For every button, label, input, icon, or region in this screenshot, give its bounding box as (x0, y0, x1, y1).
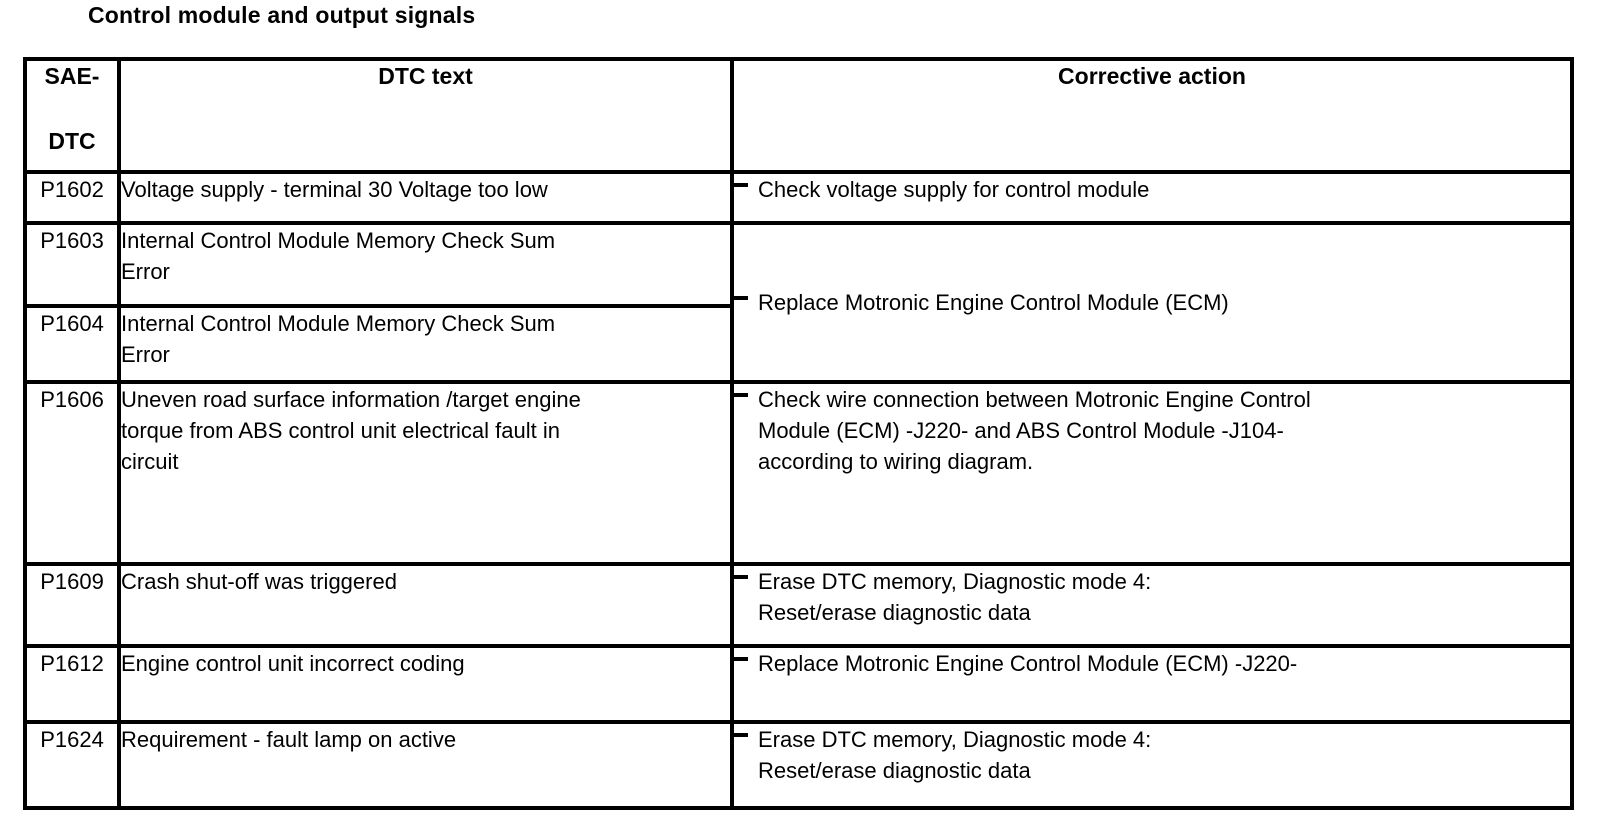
dtc-code-cell: P1612 (23, 644, 121, 724)
dtc-code-cell: P1603 (23, 221, 121, 308)
dash-bullet-icon (736, 733, 748, 737)
action-line: Check voltage supply for control module (758, 177, 1150, 202)
table-row-p1612: P1612 Engine control unit incorrect codi… (23, 644, 1574, 724)
table-header-row: SAE- DTC DTC text Corrective action (23, 57, 1574, 174)
dtc-table: SAE- DTC DTC text Corrective action P160… (23, 57, 1574, 810)
dtc-text-line: Requirement - fault lamp on active (121, 727, 457, 752)
corrective-action-text: Erase DTC memory, Diagnostic mode 4: Res… (758, 568, 1568, 628)
action-line: Replace Motronic Engine Control Module (… (758, 290, 1229, 315)
corrective-action-text: Erase DTC memory, Diagnostic mode 4: Res… (758, 726, 1568, 786)
header-cell-dtc-text: DTC text (117, 57, 734, 174)
dtc-text-line: Error (121, 259, 170, 284)
dtc-code-cell: P1604 (23, 304, 121, 384)
header-sae-label: SAE- (44, 63, 100, 89)
dtc-text-cell: Requirement - fault lamp on active (117, 720, 734, 810)
corrective-action-cell: Erase DTC memory, Diagnostic mode 4: Res… (730, 720, 1574, 810)
dtc-text-line: Error (121, 342, 170, 367)
corrective-action-cell: Erase DTC memory, Diagnostic mode 4: Res… (730, 562, 1574, 648)
table-row-p1624: P1624 Requirement - fault lamp on active… (23, 720, 1574, 810)
dtc-text-line: Internal Control Module Memory Check Sum (121, 228, 556, 253)
header-cell-corrective-action: Corrective action (730, 57, 1574, 174)
corrective-action-text: Replace Motronic Engine Control Module (… (758, 287, 1568, 318)
dtc-text-line: torque from ABS control unit electrical … (121, 418, 560, 443)
table-row-p1604: P1604 Internal Control Module Memory Che… (23, 304, 1572, 384)
dtc-text-line: Crash shut-off was triggered (121, 569, 397, 594)
dash-bullet-icon (736, 183, 748, 187)
dtc-code-cell: P1602 (23, 170, 121, 225)
corrective-action-cell: Check wire connection between Motronic E… (730, 380, 1574, 566)
dash-bullet-icon (736, 575, 748, 579)
action-line: Replace Motronic Engine Control Module (… (758, 651, 1298, 676)
corrective-action-cell-merged: Replace Motronic Engine Control Module (… (730, 221, 1574, 384)
table-row-p1603: P1603 Internal Control Module Memory Che… (23, 221, 1574, 384)
dtc-text-cell: Crash shut-off was triggered (117, 562, 734, 648)
action-line: Erase DTC memory, Diagnostic mode 4: (758, 569, 1152, 594)
corrective-action-item: Replace Motronic Engine Control Module (… (736, 287, 1568, 318)
action-line: according to wiring diagram. (758, 449, 1034, 474)
action-line: Reset/erase diagnostic data (758, 600, 1031, 625)
dash-bullet-icon (736, 393, 748, 397)
corrective-action-cell: Check voltage supply for control module (730, 170, 1574, 225)
dtc-text-line: Engine control unit incorrect coding (121, 651, 465, 676)
dtc-text-cell: Uneven road surface information /target … (117, 380, 734, 566)
corrective-action-item: Check wire connection between Motronic E… (736, 386, 1568, 477)
action-line: Module (ECM) -J220- and ABS Control Modu… (758, 418, 1284, 443)
dtc-text-line: circuit (121, 449, 179, 474)
dtc-code-cell: P1609 (23, 562, 121, 648)
table-row-p1602: P1602 Voltage supply - terminal 30 Volta… (23, 170, 1574, 225)
dtc-text-cell: Internal Control Module Memory Check Sum… (117, 221, 734, 308)
dash-bullet-icon (736, 657, 748, 661)
corrective-action-item: Replace Motronic Engine Control Module (… (736, 650, 1568, 679)
table-row-p1606: P1606 Uneven road surface information /t… (23, 380, 1574, 566)
corrective-action-item: Check voltage supply for control module (736, 176, 1568, 205)
table-row-p1609: P1609 Crash shut-off was triggered Erase… (23, 562, 1574, 648)
corrective-action-text: Check voltage supply for control module (758, 176, 1568, 205)
corrective-action-item: Erase DTC memory, Diagnostic mode 4: Res… (736, 568, 1568, 628)
corrective-action-cell: Replace Motronic Engine Control Module (… (730, 644, 1574, 724)
dtc-text-line: Internal Control Module Memory Check Sum (121, 311, 556, 336)
dtc-code-cell: P1606 (23, 380, 121, 566)
action-line: Reset/erase diagnostic data (758, 758, 1031, 783)
header-dtc-label: DTC (48, 128, 96, 154)
dtc-text-cell: Internal Control Module Memory Check Sum… (117, 304, 734, 384)
action-line: Erase DTC memory, Diagnostic mode 4: (758, 727, 1152, 752)
header-cell-sae-dtc: SAE- DTC (23, 57, 121, 174)
dtc-text-line: Voltage supply - terminal 30 Voltage too… (121, 177, 548, 202)
corrective-action-item: Erase DTC memory, Diagnostic mode 4: Res… (736, 726, 1568, 786)
corrective-action-text: Check wire connection between Motronic E… (758, 386, 1568, 477)
action-line: Check wire connection between Motronic E… (758, 387, 1311, 412)
corrective-action-text: Replace Motronic Engine Control Module (… (758, 650, 1568, 679)
dtc-text-cell: Voltage supply - terminal 30 Voltage too… (117, 170, 734, 225)
dash-bullet-icon (736, 296, 748, 300)
dtc-code-cell: P1624 (23, 720, 121, 810)
page-title: Control module and output signals (88, 2, 476, 28)
dtc-text-cell: Engine control unit incorrect coding (117, 644, 734, 724)
dtc-text-line: Uneven road surface information /target … (121, 387, 581, 412)
